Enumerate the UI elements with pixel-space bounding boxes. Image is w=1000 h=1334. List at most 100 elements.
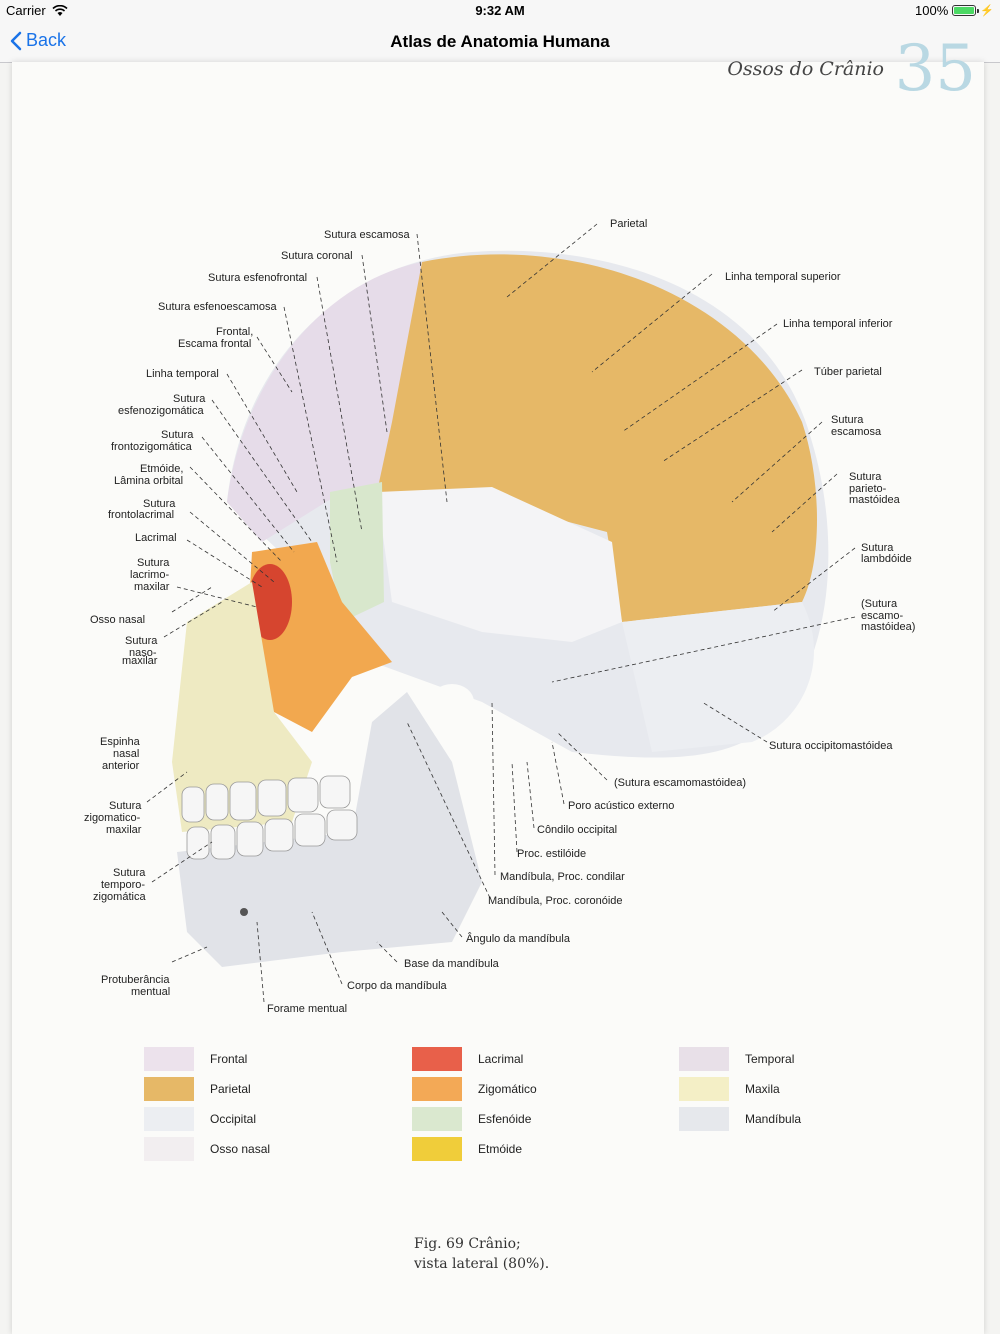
caption-line-1: Fig. 69 Crânio; <box>414 1236 521 1252</box>
label-poro-acustico-externo: Poro acústico externo <box>568 800 674 812</box>
label-sutura-escamosa-r-2: escamosa <box>831 426 882 438</box>
back-label: Back <box>26 30 67 50</box>
label-frontal: Frontal, <box>216 326 253 338</box>
caption-line-2: vista lateral (80%). <box>414 1256 550 1272</box>
label-sutura-lambdoide-2: lambdóide <box>861 553 912 565</box>
battery-icon <box>952 5 980 16</box>
label-espinha-nasal-3: anterior <box>102 760 140 772</box>
label-sutura-lacrimomaxilar-3: maxilar <box>134 581 170 593</box>
legend-swatch <box>679 1077 729 1101</box>
label-sutura-lambdoide-1: Sutura <box>861 542 894 554</box>
back-button[interactable]: Back <box>10 30 66 51</box>
label-linha-temporal: Linha temporal <box>146 368 219 380</box>
label-lamina-orbital: Lâmina orbital <box>114 475 183 487</box>
label-sutura-occipitomastoidea: Sutura occipitomastóidea <box>769 740 893 752</box>
label-sutura-escamomastoidea-2: escamo- <box>861 610 904 622</box>
battery-percent: 100% <box>915 3 949 18</box>
page-section-header: Ossos do Crânio <box>727 58 884 80</box>
label-sutura-esfenofrontal: Sutura esfenofrontal <box>208 272 307 284</box>
page-number: 35 <box>894 32 976 106</box>
skull-illustration: Sutura escamosa Sutura coronal Sutura es… <box>84 218 915 1015</box>
label-protuberancia-mentual-2: mentual <box>131 986 170 998</box>
label-sutura-parietomastoidea-1: Sutura <box>849 471 882 483</box>
label-lacrimal: Lacrimal <box>135 532 177 544</box>
label-corpo-da-mandibula: Corpo da mandíbula <box>347 980 448 992</box>
label-sutura-lacrimomaxilar-1: Sutura <box>137 557 170 569</box>
label-sutura-coronal: Sutura coronal <box>281 250 353 262</box>
label-condilo-occipital: Côndilo occipital <box>537 824 617 836</box>
label-sutura-esfenoescamosa: Sutura esfenoescamosa <box>158 301 278 313</box>
label-mandibula-proc-coronoide: Mandíbula, Proc. coronóide <box>488 895 623 907</box>
legend-item-etmoide: Etmóide <box>412 1137 522 1161</box>
label-sutura-frontozigomatica-1: Sutura <box>161 429 194 441</box>
label-base-da-mandibula: Base da mandíbula <box>404 958 500 970</box>
legend-item-zigomatico: Zigomático <box>412 1077 537 1101</box>
legend-item-parietal: Parietal <box>144 1077 251 1101</box>
label-espinha-nasal-2: nasal <box>113 748 139 760</box>
figure-caption: Fig. 69 Crânio; vista lateral (80%). <box>414 1234 549 1274</box>
label-angulo-da-mandibula: Ângulo da mandíbula <box>466 932 571 945</box>
carrier-label: Carrier <box>6 3 46 18</box>
label-linha-temporal-superior: Linha temporal superior <box>725 271 841 283</box>
legend-item-esfenoide: Esfenóide <box>412 1107 531 1131</box>
label-sutura-frontozigomatica-2: frontozigomática <box>111 441 193 453</box>
legend-item-maxila: Maxila <box>679 1077 780 1101</box>
wifi-icon <box>52 4 68 16</box>
label-sutura-escamosa: Sutura escamosa <box>324 229 410 241</box>
legend-swatch <box>144 1077 194 1101</box>
label-forame-mentual: Forame mentual <box>267 1003 347 1015</box>
label-escama-frontal: Escama frontal <box>178 338 251 350</box>
label-sutura-temporozigomatica-3: zigomática <box>93 891 146 903</box>
legend-swatch <box>412 1047 462 1071</box>
legend-item-frontal: Frontal <box>144 1047 247 1071</box>
label-parietal: Parietal <box>610 218 647 230</box>
status-bar: Carrier 9:32 AM 100% ⚡ <box>0 0 1000 22</box>
label-sutura-frontolacrimal-2: frontolacrimal <box>108 509 174 521</box>
legend-item-mandibula: Mandíbula <box>679 1107 801 1131</box>
chevron-left-icon <box>10 31 22 50</box>
navigation-bar: Back Atlas de Anatomia Humana <box>0 22 1000 63</box>
label-sutura-parietomastoidea-2: parieto- <box>849 483 887 495</box>
label-sutura-esfenozigomatica-2: esfenozigomática <box>118 405 204 417</box>
label-sutura-temporozigomatica-2: temporo- <box>101 879 145 891</box>
legend-swatch <box>144 1047 194 1071</box>
legend-item-lacrimal: Lacrimal <box>412 1047 523 1071</box>
label-sutura-nasomaxilar-1: Sutura <box>125 635 158 647</box>
label-sutura-esfenozigomatica-1: Sutura <box>173 393 206 405</box>
legend-swatch <box>679 1107 729 1131</box>
legend-swatch <box>144 1137 194 1161</box>
legend-swatch <box>412 1137 462 1161</box>
legend-item-temporal: Temporal <box>679 1047 794 1071</box>
label-osso-nasal: Osso nasal <box>90 614 145 626</box>
label-sutura-nasomaxilar-2: naso- <box>129 647 157 659</box>
label-sutura-temporozigomatica-1: Sutura <box>113 867 146 879</box>
legend-swatch <box>144 1107 194 1131</box>
label-tuber-parietal: Túber parietal <box>814 366 882 378</box>
label-proc-estiloide: Proc. estilóide <box>517 848 586 860</box>
legend-swatch <box>679 1047 729 1071</box>
label-espinha-nasal-1: Espinha <box>100 736 141 748</box>
label-sutura-nasomaxilar-3: maxilar <box>122 655 158 667</box>
legend-item-occipital: Occipital <box>144 1107 256 1131</box>
label-sutura-escamomastoidea-paren: (Sutura escamomastóidea) <box>614 777 746 789</box>
label-sutura-escamosa-r-1: Sutura <box>831 414 864 426</box>
label-mandibula-proc-condilar: Mandíbula, Proc. condilar <box>500 871 625 883</box>
legend-item-osso-nasal: Osso nasal <box>144 1137 270 1161</box>
label-protuberancia-mentual-1: Protuberância <box>101 974 170 986</box>
legend-swatch <box>412 1107 462 1131</box>
label-sutura-escamomastoidea-1: (Sutura <box>861 598 898 610</box>
legend-swatch <box>412 1077 462 1101</box>
label-sutura-lacrimomaxilar-2: lacrimo- <box>130 569 169 581</box>
status-time: 9:32 AM <box>475 3 525 18</box>
atlas-page[interactable]: Ossos do Crânio 35 <box>12 32 984 1334</box>
label-sutura-zigomaticomaxilar-3: maxilar <box>106 824 142 836</box>
label-etmoide: Etmóide, <box>140 463 183 475</box>
color-legend: Frontal Parietal Occipital Osso nasal La… <box>144 1047 844 1177</box>
label-linha-temporal-inferior: Linha temporal inferior <box>783 318 893 330</box>
page-title: Atlas de Anatomia Humana <box>390 32 610 51</box>
label-sutura-escamomastoidea-3: mastóidea) <box>861 621 915 633</box>
label-sutura-zigomaticomaxilar-1: Sutura <box>109 800 142 812</box>
label-sutura-parietomastoidea-3: mastóidea <box>849 494 901 506</box>
label-sutura-frontolacrimal-1: Sutura <box>143 498 176 510</box>
label-sutura-zigomaticomaxilar-2: zigomatico- <box>84 812 141 824</box>
